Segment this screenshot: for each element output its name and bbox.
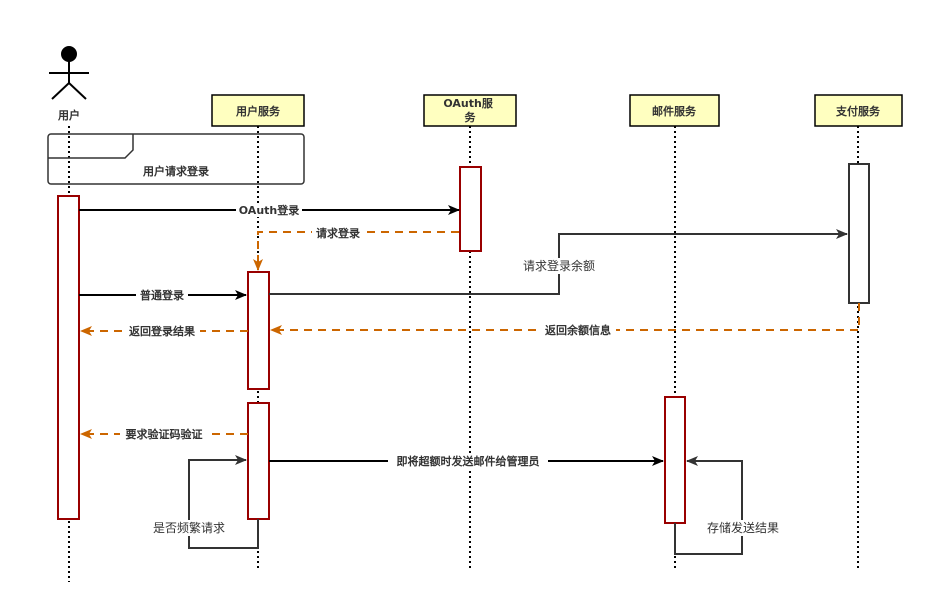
message-label: 返回登录结果 <box>129 324 195 338</box>
participant-oauth-service[interactable]: OAuth服 务 <box>423 94 517 127</box>
message-label: 请求登录 <box>316 226 360 240</box>
participant-label: 支付服务 <box>835 104 881 118</box>
activation-mail <box>664 396 686 524</box>
participant-label: OAuth服 务 <box>443 97 496 124</box>
participant-user-service[interactable]: 用户服务 <box>211 94 305 127</box>
message-send-mail[interactable]: 即将超额时发送邮件给管理员 <box>269 454 664 468</box>
activation-payment <box>848 163 870 304</box>
activation-oauth <box>459 166 482 252</box>
message-return-login-result[interactable]: 返回登录结果 <box>80 324 248 338</box>
message-label: 即将超额时发送邮件给管理员 <box>397 454 540 468</box>
message-label: 普通登录 <box>140 288 184 302</box>
activation-user <box>57 195 80 520</box>
message-normal-login[interactable]: 普通登录 <box>79 288 247 302</box>
participant-payment-service[interactable]: 支付服务 <box>814 94 903 127</box>
message-label: OAuth登录 <box>239 203 300 217</box>
participant-label: 邮件服务 <box>652 104 697 118</box>
actor-user[interactable]: 用户 <box>49 46 89 122</box>
message-request-login[interactable]: 请求登录 <box>253 225 459 271</box>
participant-mail-service[interactable]: 邮件服务 <box>629 94 720 127</box>
message-oauth-login[interactable]: OAuth登录 <box>79 203 460 217</box>
participant-label: 用户服务 <box>236 104 281 118</box>
participant-label-line2: 务 <box>465 110 477 124</box>
message-store-result[interactable]: 存储发送结果 <box>674 456 784 555</box>
stick-figure-icon <box>49 46 89 100</box>
message-return-balance[interactable]: 返回余额信息 <box>270 303 860 337</box>
message-label: 是否频繁请求 <box>153 520 225 535</box>
activation-user-service-1 <box>247 271 270 390</box>
message-require-captcha[interactable]: 要求验证码验证 <box>80 427 248 441</box>
fragment-frame[interactable]: 用户请求登录 <box>47 133 305 185</box>
message-label: 要求验证码验证 <box>126 427 203 441</box>
fragment-label: 用户请求登录 <box>143 164 209 178</box>
participant-label-line1: OAuth服 <box>443 97 493 110</box>
message-label: 请求登录余额 <box>523 258 595 273</box>
actor-label: 用户 <box>58 108 80 122</box>
message-check-frequent[interactable]: 是否频繁请求 <box>148 455 259 549</box>
message-label: 存储发送结果 <box>707 520 779 535</box>
activation-user-service-2 <box>247 402 270 520</box>
message-label: 返回余额信息 <box>545 323 611 337</box>
message-request-balance[interactable]: 请求登录余额 <box>269 229 848 295</box>
